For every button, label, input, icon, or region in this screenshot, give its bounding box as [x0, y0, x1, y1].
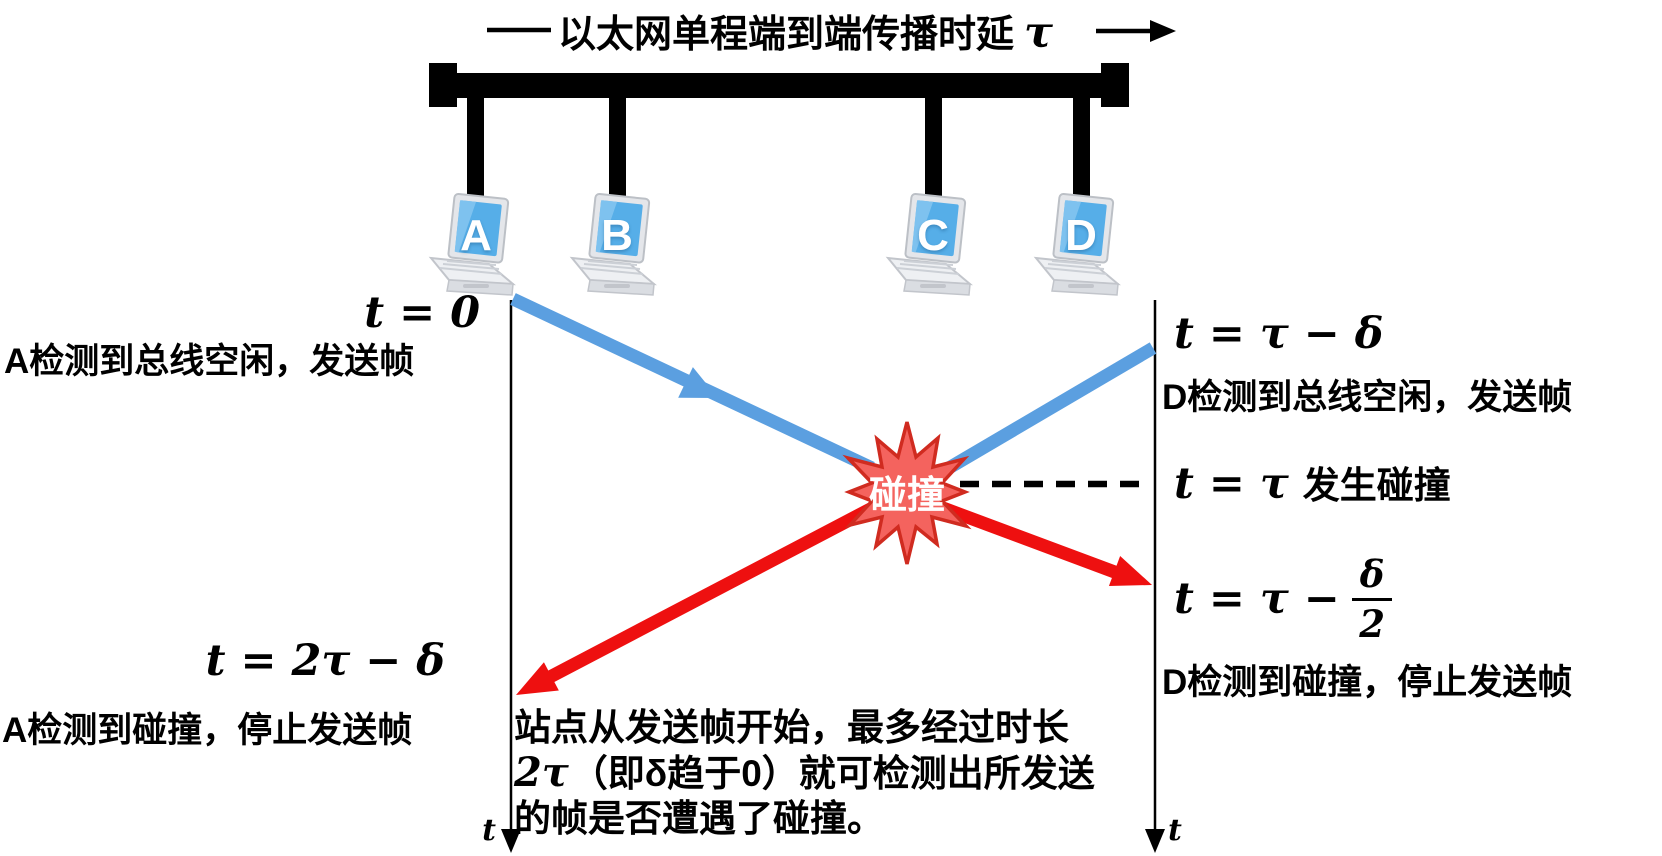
note-line-2-rest: （即δ趋于0）就可检测出所发送	[570, 753, 1095, 794]
note-line-2-math: 2τ	[514, 749, 569, 796]
station-label-b: B	[601, 211, 633, 260]
title-text: 以太网单程端到端传播时延	[558, 14, 1015, 56]
d-axis-label: t	[1168, 813, 1182, 848]
note-paragraph: 站点从发送帧开始，最多经过时长 2τ（即δ趋于0）就可检测出所发送 的帧是否遭遇…	[514, 705, 1095, 841]
station-label-a: A	[460, 211, 492, 260]
title-right-arrow	[1096, 20, 1176, 42]
a-detect-time: t = 2τ − δ	[205, 636, 445, 686]
station-label-c: C	[917, 211, 949, 260]
jam-arrow-to-d	[932, 498, 1152, 586]
a-start-desc: A检测到总线空闲，发送帧	[4, 342, 415, 381]
d-detect-time-fraction: δ 2	[1351, 553, 1393, 646]
bus-bar	[443, 73, 1119, 98]
d-detect-time-prefix: t = τ −	[1174, 574, 1340, 624]
frame-arrow-a-to-collision	[510, 293, 875, 474]
collision-time-desc: 发生碰撞	[1302, 465, 1451, 506]
fraction-numerator: δ	[1351, 553, 1393, 601]
d-detect-time: t = τ − δ 2	[1174, 543, 1393, 655]
collision-star	[842, 421, 972, 565]
a-detect-desc: A检测到碰撞，停止发送帧	[2, 711, 413, 750]
d-start-time: t = τ − δ	[1174, 309, 1384, 359]
a-start-time: t = 0	[364, 288, 480, 338]
note-line-1: 站点从发送帧开始，最多经过时长	[514, 707, 1069, 748]
diagram-title: 以太网单程端到端传播时延 τ	[558, 3, 1053, 58]
d-detect-desc: D检测到碰撞，停止发送帧	[1162, 663, 1573, 702]
bus-terminator-left	[429, 63, 457, 107]
a-axis-label: t	[482, 813, 496, 848]
collision-star-label: 碰撞	[868, 475, 945, 517]
jam-arrow-to-a	[516, 499, 882, 695]
title-tau-symbol: τ	[1024, 8, 1053, 58]
timeline-a	[501, 300, 521, 853]
fraction-denominator: 2	[1359, 601, 1385, 646]
collision-time: t = τ	[1174, 459, 1289, 509]
frame-arrow-d-to-collision	[938, 342, 1157, 478]
note-line-2: 2τ（即δ趋于0）就可检测出所发送	[514, 750, 1095, 796]
note-line-3: 的帧是否遭遇了碰撞。	[514, 798, 884, 839]
timeline-d	[1145, 300, 1165, 853]
station-label-d: D	[1065, 211, 1097, 260]
bus-terminator-right	[1101, 63, 1129, 107]
d-start-desc: D检测到总线空闲，发送帧	[1162, 378, 1573, 417]
collision-time-label: t = τ 发生碰撞	[1174, 455, 1451, 509]
